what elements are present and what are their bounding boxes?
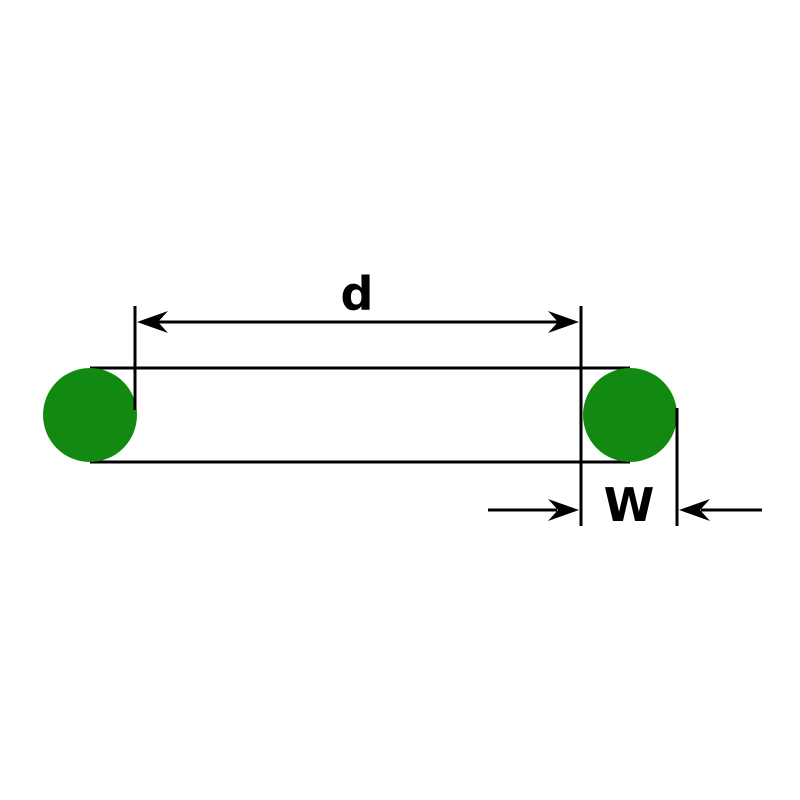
left-cross-section-circle	[43, 368, 137, 462]
cross-section-width-label: W	[604, 478, 655, 532]
width-left-arrowhead-icon	[548, 499, 579, 521]
diameter-left-arrowhead-icon	[137, 311, 168, 333]
diameter-right-arrowhead-icon	[548, 311, 579, 333]
right-cross-section-circle	[583, 368, 677, 462]
width-right-arrowhead-icon	[679, 499, 710, 521]
inner-diameter-label: d	[341, 267, 374, 321]
